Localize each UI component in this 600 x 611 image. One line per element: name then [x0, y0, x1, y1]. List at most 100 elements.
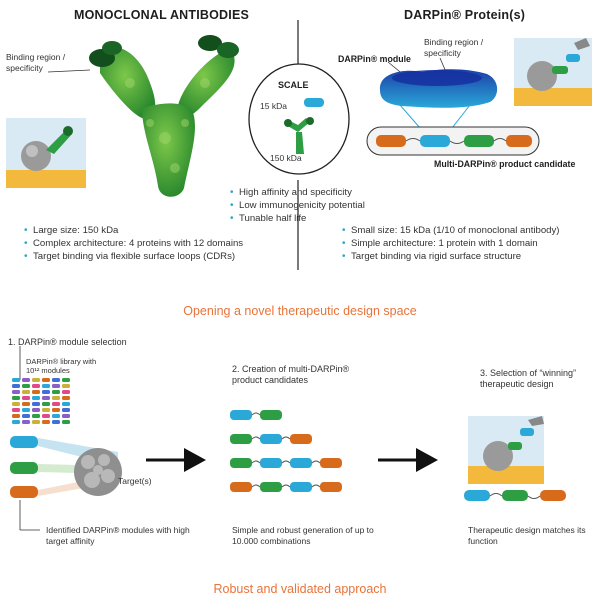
- library-module: [22, 408, 30, 412]
- combo-module: [290, 434, 312, 444]
- library-module: [12, 390, 20, 394]
- library-module: [42, 408, 50, 412]
- mab-title: MONOCLONAL ANTIBODIES: [74, 8, 250, 22]
- multi-darpin-label: Multi-DARPin® product candidate: [434, 159, 576, 169]
- library-module: [12, 384, 20, 388]
- combo-linker: [281, 484, 291, 488]
- bottom-heading: Robust and validated approach: [213, 582, 387, 596]
- library-module: [12, 420, 20, 424]
- combo-module: [290, 482, 312, 492]
- antibody-image: [89, 35, 239, 197]
- library-module: [12, 408, 20, 412]
- arrow-right-icon: [378, 448, 438, 472]
- combo-module: [320, 458, 342, 468]
- scale-150-label: 150 kDa: [270, 153, 302, 163]
- library-module: [12, 414, 20, 418]
- library-module: [52, 420, 60, 424]
- library-label-b: 10¹² modules: [26, 366, 70, 375]
- darpin-module-image: [379, 69, 498, 108]
- combo-linker: [311, 484, 321, 488]
- library-module: [52, 414, 60, 418]
- darpin-bullets: Small size: 15 kDa (1/10 of monoclonal a…: [342, 224, 560, 263]
- arrow-right-icon: [146, 448, 206, 472]
- library-module: [52, 384, 60, 388]
- library-module: [52, 378, 60, 382]
- combo-linker: [251, 436, 261, 440]
- darpin-inset-image: [514, 38, 592, 106]
- library-module: [62, 414, 70, 418]
- step2-caption: Simple and robust generation of up to 10…: [232, 525, 374, 546]
- library-module: [52, 408, 60, 412]
- combo-module: [230, 458, 252, 468]
- mab-inset-image: [6, 118, 86, 188]
- combo-module: [260, 434, 282, 444]
- library-module: [42, 402, 50, 406]
- combo-module: [260, 482, 282, 492]
- step1-title: 1. DARPin® module selection: [8, 337, 127, 347]
- center-bullet: Low immunogenicity potential: [230, 199, 365, 212]
- library-module: [22, 402, 30, 406]
- library-module: [32, 408, 40, 412]
- darpin-bullet: Simple architecture: 1 protein with 1 do…: [342, 237, 560, 250]
- library-module: [62, 396, 70, 400]
- combo-linker: [281, 460, 291, 464]
- library-module: [12, 396, 20, 400]
- scale-circle: [248, 63, 350, 175]
- library-module: [12, 378, 20, 382]
- step3-caption: Therapeutic design matches its function: [468, 525, 586, 546]
- center-bullet: Tunable half life: [230, 212, 365, 225]
- step1-caption: Identified DARPin® modules with high tar…: [46, 525, 190, 546]
- mab-pointer: [47, 69, 91, 73]
- library-module: [62, 378, 70, 382]
- library-module: [32, 390, 40, 394]
- library-module: [42, 384, 50, 388]
- step3-combo: [464, 490, 566, 501]
- scale-title: SCALE: [278, 80, 309, 90]
- combo-module: [260, 458, 282, 468]
- library-grid: [12, 378, 70, 424]
- library-module: [62, 390, 70, 394]
- library-module: [52, 396, 60, 400]
- library-module: [32, 420, 40, 424]
- combo-linker: [281, 436, 291, 440]
- multi-darpin-capsule: [366, 126, 540, 156]
- step2-combinations: [230, 410, 342, 492]
- step3-title: 3. Selection of “winning” therapeutic de…: [480, 368, 577, 389]
- middle-heading: Opening a novel therapeutic design space: [183, 304, 417, 318]
- combo-module: [260, 410, 282, 420]
- library-label-a: DARPin® library with: [26, 357, 97, 366]
- combo-module: [320, 482, 342, 492]
- library-module: [62, 408, 70, 412]
- library-module: [42, 414, 50, 418]
- combo-module: [290, 458, 312, 468]
- target-label: Target(s): [118, 476, 152, 486]
- combo-linker: [311, 460, 321, 464]
- library-module: [22, 390, 30, 394]
- mab-bullet: Target binding via flexible surface loop…: [24, 250, 243, 263]
- library-module: [42, 378, 50, 382]
- combo-module: [230, 434, 252, 444]
- center-bullets: High affinity and specificity Low immuno…: [230, 186, 365, 225]
- combo-linker: [251, 484, 261, 488]
- mab-bullets: Large size: 150 kDa Complex architecture…: [24, 224, 243, 263]
- library-module: [22, 414, 30, 418]
- library-module: [62, 402, 70, 406]
- library-module: [32, 414, 40, 418]
- library-module: [62, 420, 70, 424]
- combo-module: [230, 482, 252, 492]
- mab-bullet: Large size: 150 kDa: [24, 224, 243, 237]
- library-module: [22, 378, 30, 382]
- combo-linker: [251, 412, 261, 416]
- step3-image: [468, 416, 544, 484]
- library-module: [32, 402, 40, 406]
- darpin-binding-label: Binding region / specificity: [424, 37, 484, 58]
- library-module: [32, 384, 40, 388]
- library-module: [22, 396, 30, 400]
- darpin-bullet: Small size: 15 kDa (1/10 of monoclonal a…: [342, 224, 560, 237]
- combo-linker: [251, 460, 261, 464]
- library-module: [42, 420, 50, 424]
- library-module: [42, 396, 50, 400]
- library-module: [22, 384, 30, 388]
- step2-title: 2. Creation of multi-DARPin® product can…: [232, 364, 350, 385]
